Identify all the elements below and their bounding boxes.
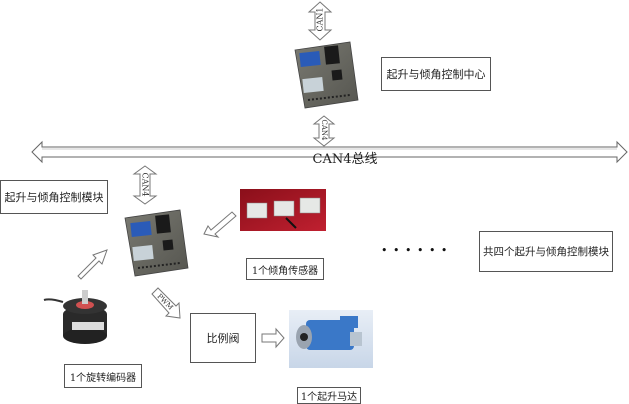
valve-to-motor-arrow <box>261 327 285 349</box>
ellipsis-more-modules: • • • • • • <box>381 244 449 257</box>
tilt-sensor-label: 1个倾角传感器 <box>251 265 319 277</box>
tilt-sensor-image <box>240 189 326 231</box>
center-can4-link-label: CAN4 <box>320 119 328 141</box>
center-can4-arrow <box>312 115 336 147</box>
encoder-to-module-arrow <box>77 249 108 280</box>
control-center-label-box: 起升与倾角控制中心 <box>381 57 491 91</box>
can4-bus-label: CAN4总线 <box>312 152 378 167</box>
proportional-valve-label: 比例阀 <box>206 332 240 345</box>
lift-motor-label: 1个起升马达 <box>300 392 358 403</box>
can1-link-label: CAN1 <box>315 7 325 32</box>
module-can4-arrow <box>132 165 158 205</box>
can1-arrow <box>307 1 333 41</box>
encoder-image <box>43 290 107 344</box>
control-module-ecu-image <box>124 209 189 277</box>
tilt-sensor-label-box: 1个倾角传感器 <box>246 258 324 280</box>
control-module-label: 起升与倾角控制模块 <box>4 191 104 204</box>
lift-motor-label-box: 1个起升马达 <box>297 387 361 404</box>
sensor-to-module-arrow <box>203 211 237 238</box>
proportional-valve-box: 比例阀 <box>190 313 256 363</box>
encoder-label: 1个旋转编码器 <box>69 372 137 384</box>
lift-motor-image <box>289 310 373 368</box>
control-center-label: 起升与倾角控制中心 <box>386 68 486 81</box>
four-modules-label-box: 共四个起升与倾角控制模块 <box>479 231 613 272</box>
control-center-ecu-image <box>294 41 359 109</box>
can4-bus-arrow <box>31 140 628 164</box>
control-module-label-box: 起升与倾角控制模块 <box>0 180 108 214</box>
four-modules-label: 共四个起升与倾角控制模块 <box>483 246 609 258</box>
encoder-label-box: 1个旋转编码器 <box>64 364 142 388</box>
pwm-arrow <box>151 287 181 319</box>
module-can4-link-label: CAN4 <box>140 172 150 197</box>
